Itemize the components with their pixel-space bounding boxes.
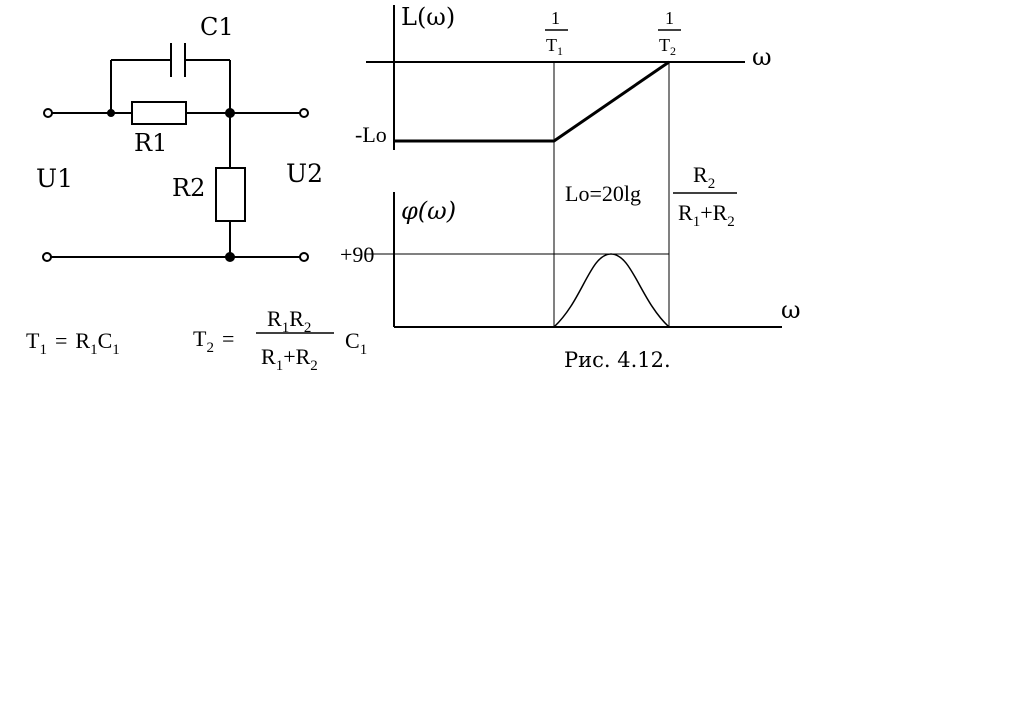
amplitude-x-label: ω	[752, 43, 772, 71]
input-bottom-terminal	[42, 252, 52, 262]
resistor-r1	[131, 101, 187, 125]
svg-text:T1=R1C1: T1=R1C1	[26, 328, 120, 358]
svg-text:R1+R2: R1+R2	[678, 200, 735, 230]
output-top-terminal	[299, 108, 309, 118]
amplitude-curve	[394, 60, 670, 143]
phase-curve	[553, 253, 670, 328]
output-voltage-label: U2	[286, 159, 323, 188]
break2-numerator: 1	[665, 8, 674, 28]
svg-text:Lo=20lg: Lo=20lg	[565, 181, 641, 206]
circuit-diagram	[42, 43, 309, 262]
svg-text:T2=: T2=	[193, 326, 234, 356]
svg-text:R1R2: R1R2	[267, 306, 311, 336]
input-top-terminal	[43, 108, 53, 118]
capacitor-label: C1	[200, 13, 234, 41]
level-label-lo: -Lo	[355, 122, 387, 147]
figure-caption: Рис. 4.12.	[564, 348, 671, 372]
amplitude-y-label: L(ω)	[401, 3, 455, 31]
break1-denominator: T1	[546, 35, 563, 58]
phase-y-label: φ(ω)	[401, 197, 456, 225]
output-bottom-terminal	[299, 252, 309, 262]
junction-left	[107, 109, 115, 117]
formula-t1: T1=R1C1	[26, 328, 120, 358]
phase-x-label: ω	[781, 296, 801, 324]
level-label-90: +90	[340, 242, 374, 267]
svg-text:R1+R2: R1+R2	[261, 344, 318, 374]
phase-plot: φ(ω) ω +90	[340, 192, 801, 328]
amplitude-plot: L(ω) ω -Lo 1 T1 1 T2	[355, 3, 772, 327]
break1-numerator: 1	[551, 8, 560, 28]
r2-label: R2	[172, 174, 205, 202]
input-voltage-label: U1	[36, 164, 73, 193]
svg-text:C1: C1	[345, 328, 367, 358]
formula-lo: Lo=20lg R2 R1+R2	[565, 162, 737, 230]
formula-t2: T2= R1R2 R1+R2 C1	[193, 306, 367, 374]
break2-denominator: T2	[659, 35, 676, 58]
r1-label: R1	[134, 129, 167, 157]
svg-text:R2: R2	[693, 162, 715, 192]
resistor-r2	[215, 167, 246, 222]
